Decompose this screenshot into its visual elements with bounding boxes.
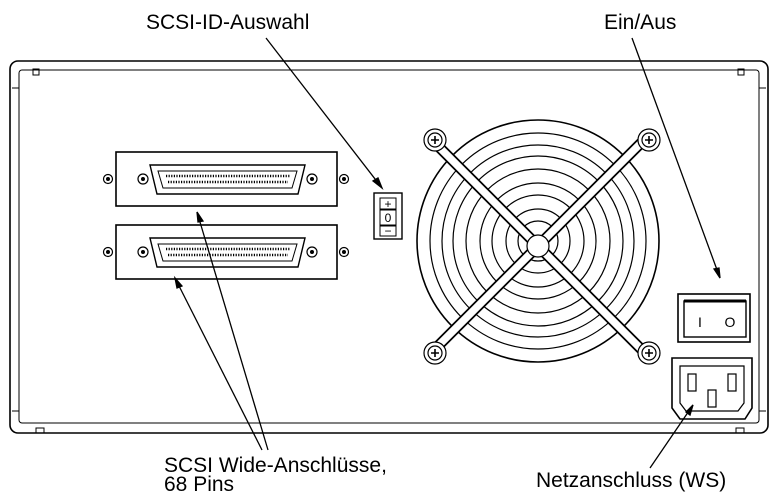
scsi-connector-top — [102, 151, 350, 207]
fan-screw-icon — [423, 341, 447, 365]
screw-icon — [137, 173, 149, 185]
fan-guard — [426, 134, 650, 358]
scsi-id-minus: − — [384, 224, 391, 238]
screw-icon — [137, 246, 149, 258]
fan-screw-icon — [637, 128, 661, 152]
fan-screw-icon — [637, 341, 661, 365]
screw-icon — [102, 173, 114, 185]
power-switch-on-mark: O — [725, 314, 736, 330]
scsi-id-plus: + — [384, 197, 391, 211]
screw-icon — [338, 173, 350, 185]
scsi-id-selector-label: SCSI-ID-Auswahl — [146, 11, 310, 34]
power-switch-off-mark: I — [698, 314, 702, 330]
mains-socket-label: Netzanschluss (WS) — [536, 469, 727, 492]
power-switch[interactable]: I O — [677, 293, 751, 343]
screw-icon — [306, 173, 318, 185]
scsi-connectors-label-line2: 68 Pins — [164, 473, 235, 496]
scsi-id-selector[interactable]: + 0 − — [373, 192, 403, 240]
callout-lines — [173, 37, 721, 469]
screw-icon — [306, 246, 318, 258]
screw-icon — [102, 246, 114, 258]
fan-screw-icon — [423, 128, 447, 152]
fan — [416, 119, 660, 363]
scsi-connector-bottom — [102, 224, 350, 280]
mains-socket — [671, 357, 753, 420]
scsi-connectors-label-line1: SCSI Wide-Anschlüsse, — [164, 454, 387, 477]
scsi-id-value: 0 — [385, 211, 392, 225]
enclosure-panel — [9, 60, 769, 434]
screw-icon — [338, 246, 350, 258]
power-switch-label: Ein/Aus — [604, 11, 677, 34]
